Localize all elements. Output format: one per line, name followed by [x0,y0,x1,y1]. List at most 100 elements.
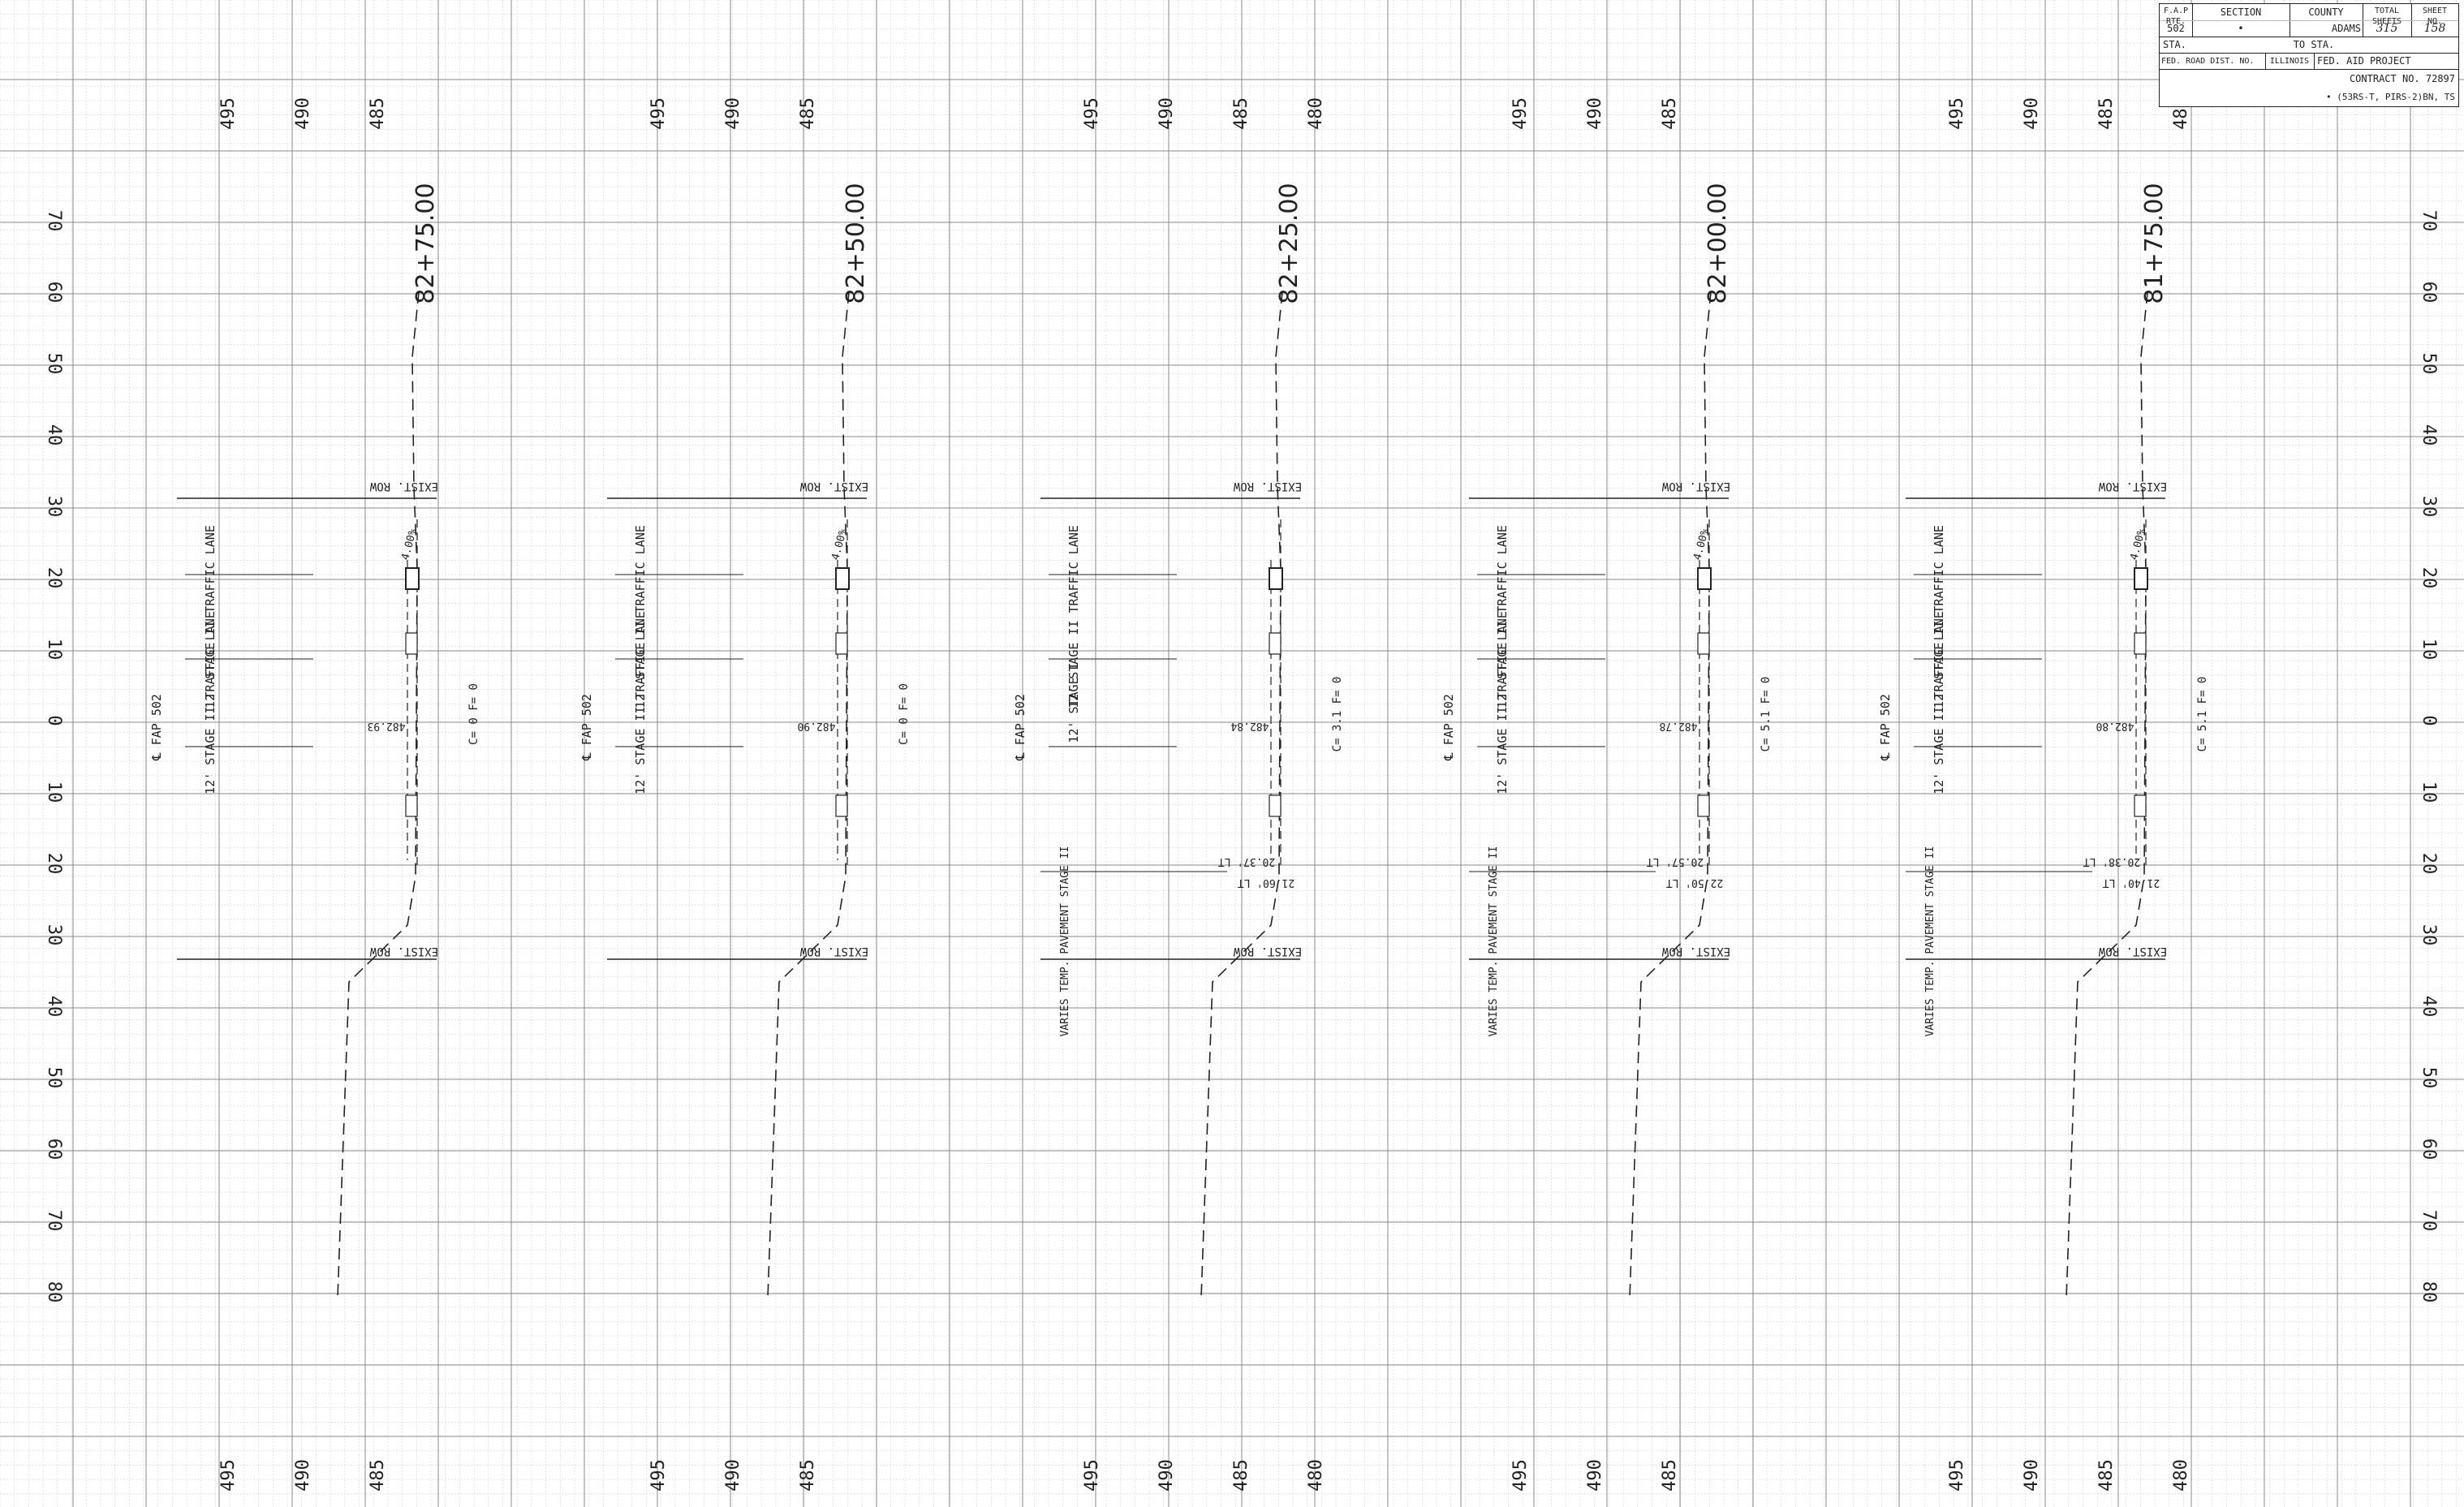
pavement-joint [1697,632,1710,655]
offset-label-right: 70 [2419,210,2439,232]
fed-road-dist-label: FED. ROAD DIST. NO. [2161,57,2255,66]
elevation-label-bottom: 490 [1585,1459,1605,1492]
fap-rte-value: 502 [2167,23,2185,34]
elevation-label-top: 490 [293,97,313,130]
elevation-label-bottom: 485 [2096,1459,2117,1492]
curb-box [835,567,850,590]
ground-profile [337,291,420,1299]
curb-box [2134,567,2148,590]
cut-fill-label: C= 0 F= 0 [467,683,480,745]
offset-label-left: 10 [44,639,64,661]
offset-label-right: 20 [2419,567,2439,589]
offset-label-left: 70 [44,210,64,232]
dimension-label: 20.37' LT [1218,855,1276,868]
ground-profile [1200,291,1283,1299]
section-value: • [2238,23,2244,34]
elevation-label-bottom: 495 [1510,1459,1531,1492]
elevation-label-top: 480 [1306,97,1326,130]
exist-row-bottom-label: EXIST. ROW [369,945,438,958]
offset-label-left: 60 [44,1139,64,1160]
offset-label-left: 20 [44,853,64,875]
county-value: ADAMS [2331,23,2361,34]
offset-label-right: 30 [2419,924,2439,946]
elevation-label-top: 495 [1510,97,1531,130]
total-sheets-label: TOTAL SHEETS [2371,6,2402,26]
pavement-joint [2134,632,2147,655]
dimension-label: 21.40' LT [2103,876,2160,889]
exist-row-bottom-label: EXIST. ROW [1233,945,1302,958]
elevation-label-top: 495 [648,97,669,130]
offset-label-left: 10 [44,781,64,803]
curb-box [405,567,420,590]
lane-label: 12' STAGE II TRAFFIC LANE [1932,611,1946,794]
pavement-joint [405,632,418,655]
offset-label-left: 40 [44,424,64,446]
offset-label-left: 30 [44,924,64,946]
elevation-label-top: 485 [368,97,388,130]
elevation-label-top: 490 [2022,97,2042,130]
title-block: F.A.P RTE. 502 SECTION • COUNTY ADAMS TO… [2159,3,2459,107]
elevation-label-bottom: 485 [368,1459,388,1492]
offset-label-left: 40 [44,996,64,1018]
elevation-label-bottom: 495 [1082,1459,1102,1492]
exist-row-bottom-label: EXIST. ROW [1661,945,1730,958]
lane-label: 12' STAGE II TRAFFIC LANE [1495,611,1510,794]
stage-note: VARIES TEMP. PAVEMENT STAGE II [1924,846,1936,1037]
elevation-label-top: 485 [2096,97,2117,130]
elevation-label-bottom: 495 [648,1459,669,1492]
elevation-label-bottom: 480 [1306,1459,1326,1492]
sheet-no-value: 158 [2423,22,2446,35]
exist-row-top-label: EXIST. ROW [1661,480,1730,493]
offset-label-right: 50 [2419,353,2439,375]
pavement-joint [1269,632,1282,655]
exist-row-top-label: EXIST. ROW [2098,480,2167,493]
elevation-label-bottom: 485 [1231,1459,1251,1492]
dimension-label: 20.38' LT [2083,855,2141,868]
fap-rte-label: F.A.P RTE. [2163,6,2189,26]
sheet-no-label: SHEET NO. [2422,6,2448,26]
offset-label-left: 20 [44,567,64,589]
centerline-label: ℄ FAP 502 [1878,694,1893,761]
total-sheets-value: 315 [2376,22,2398,35]
elevation-label-top: 490 [1157,97,1177,130]
lane-label: 12' STAGE II TRAFFIC LANE [1066,525,1081,708]
centerline-elev: 482.93 [368,720,406,732]
station-label: 82+25.00 [1275,183,1303,304]
elevation-label-bottom: 490 [723,1459,743,1492]
elevation-label-top: 485 [798,97,818,130]
lane-label: 12' STAGE II TRAFFIC LANE [1932,525,1946,708]
offset-label-right: 70 [2419,1210,2439,1232]
elevation-label-top: 485 [1660,97,1680,130]
offset-label-right: 40 [2419,996,2439,1018]
centerline-label: ℄ FAP 502 [1441,694,1456,761]
elevation-label-bottom: 490 [293,1459,313,1492]
centerline-label: ℄ FAP 502 [149,694,164,761]
pavement-joint [835,632,848,655]
centerline-elev: 482.78 [1660,720,1698,732]
offset-label-left: 30 [44,496,64,518]
section-label: SECTION [2220,6,2262,18]
offset-label-right: 20 [2419,853,2439,875]
centerline-elev: 482.84 [1230,720,1269,732]
cut-fill-label: C= 5.1 F= 0 [1760,677,1773,752]
elevation-label-bottom: 485 [1660,1459,1680,1492]
elevation-label-top: 495 [1947,97,1967,130]
state-label: ILLINOIS [2269,57,2310,66]
exist-row-bottom-label: EXIST. ROW [2098,945,2167,958]
elevation-label-bottom: 490 [2022,1459,2042,1492]
elevation-label-top: 495 [1082,97,1102,130]
station-label: 82+00.00 [1704,183,1732,304]
offset-label-left: 80 [44,1281,64,1303]
elevation-label-top: 485 [1231,97,1251,130]
offset-label-right: 40 [2419,424,2439,446]
exist-row-top-label: EXIST. ROW [799,480,868,493]
station-label: 81+75.00 [2140,183,2169,304]
offset-label-left: 50 [44,1067,64,1089]
offset-label-right: 60 [2419,1139,2439,1160]
elevation-label-top: 490 [1585,97,1605,130]
cut-fill-label: C= 3.1 F= 0 [1331,677,1344,752]
